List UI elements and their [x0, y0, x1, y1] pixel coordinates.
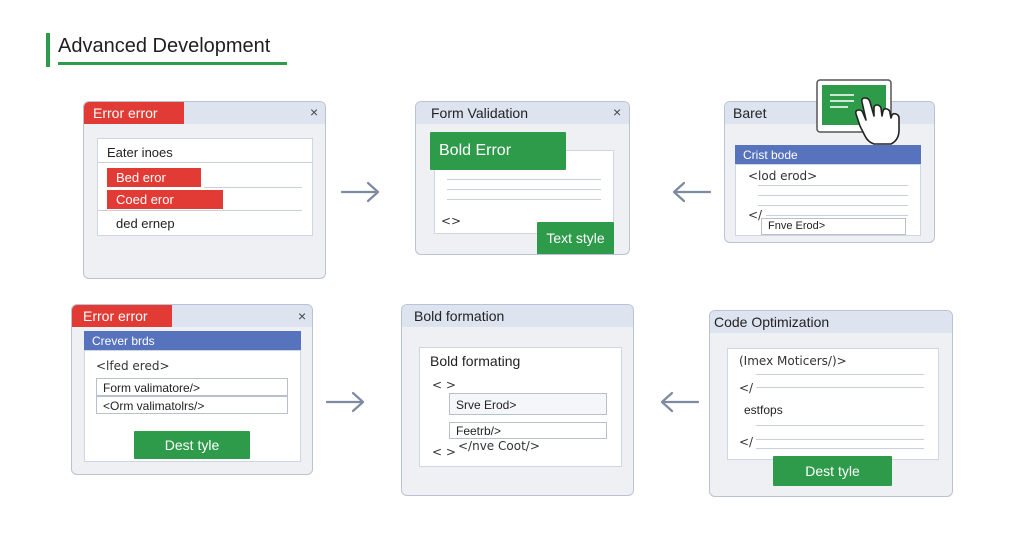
divider — [756, 425, 924, 426]
divider — [756, 448, 924, 449]
error-tab[interactable]: Error error — [72, 305, 172, 327]
code-text: estfops — [744, 403, 783, 417]
panel-form-validation: Form Validation × <> Bold Error Text sty… — [415, 101, 630, 255]
form-field[interactable]: Srve Erod> — [449, 393, 607, 415]
form-field[interactable]: Feetrb/> — [449, 422, 607, 439]
close-icon[interactable]: × — [298, 308, 307, 324]
hand-pointer-icon — [855, 97, 900, 145]
panel-error-bottom: Error error × Crever brds <lfed ered> Fo… — [71, 304, 313, 475]
section-heading: Bold formating — [430, 353, 521, 369]
code-line: </ — [748, 208, 763, 222]
form-field[interactable]: Form valimatore/> — [96, 378, 288, 396]
panel-error-top: Error error × Eater inoes Bed eror Coed … — [83, 101, 326, 279]
divider — [766, 215, 908, 216]
panel-title: Form Validation — [431, 105, 529, 121]
arrow-right-icon — [325, 391, 365, 413]
list-item: ded ernep — [116, 216, 175, 231]
code-content: (Imex Moticers/)> </ estfops </ — [727, 348, 939, 460]
arrow-right-icon — [340, 181, 380, 203]
section-bar: Crever brds — [84, 331, 301, 350]
divider — [758, 195, 908, 196]
divider — [447, 199, 601, 200]
close-icon[interactable]: × — [613, 104, 622, 120]
panel-bold-formation: Bold formation Bold formating < > < > </… — [401, 304, 634, 496]
page-title: Advanced Development — [58, 35, 271, 57]
arrow-left-icon — [672, 181, 712, 203]
dest-style-button[interactable]: Dest tyle — [773, 456, 892, 486]
code-snippet: <> — [441, 214, 462, 228]
divider — [756, 387, 924, 388]
bold-error-block: Bold Error — [430, 132, 566, 170]
divider — [758, 205, 908, 206]
panel-header — [402, 305, 633, 327]
code-line: </ — [739, 381, 754, 395]
dest-style-button[interactable]: Dest tyle — [134, 431, 250, 459]
code-snippet: < > — [432, 445, 456, 459]
title-accent-bar — [46, 33, 50, 67]
close-icon[interactable]: × — [310, 104, 319, 120]
divider — [756, 374, 924, 375]
code-line: </ — [739, 435, 754, 449]
list-header: Eater inoes — [107, 145, 173, 160]
panel-title: Code Optimization — [714, 314, 830, 330]
section-bar: Crist bode — [735, 145, 921, 164]
code-line: (Imex Moticers/)> — [739, 354, 847, 368]
panel-header — [710, 311, 952, 333]
panel-title: Baret — [733, 105, 767, 121]
panel-header — [416, 102, 629, 124]
error-tab[interactable]: Error error — [84, 102, 184, 124]
title-underline — [58, 62, 287, 65]
divider — [98, 210, 302, 211]
error-chip[interactable]: Bed eror — [107, 168, 201, 187]
error-list: Eater inoes Bed eror Coed eror ded ernep — [97, 138, 313, 236]
panel-title: Bold formation — [414, 308, 505, 324]
input-field[interactable]: Fnve Erod> — [761, 218, 906, 235]
panel-code-optimization: Code Optimization (Imex Moticers/)> </ e… — [709, 310, 953, 497]
divider — [756, 439, 924, 440]
divider — [447, 189, 601, 190]
code-snippet: < > — [432, 378, 456, 392]
divider — [447, 179, 601, 180]
code-line: <lfed ered> — [96, 359, 170, 373]
divider — [98, 162, 312, 163]
error-chip[interactable]: Coed eror — [107, 190, 223, 209]
text-style-button[interactable]: Text style — [537, 222, 614, 254]
arrow-left-icon — [660, 391, 700, 413]
code-line: </nve Coot/> — [458, 439, 540, 453]
divider — [758, 185, 908, 186]
code-line: <lod erod> — [748, 169, 818, 183]
divider — [204, 187, 302, 188]
form-field[interactable]: <Orm valimatolrs/> — [96, 396, 288, 414]
